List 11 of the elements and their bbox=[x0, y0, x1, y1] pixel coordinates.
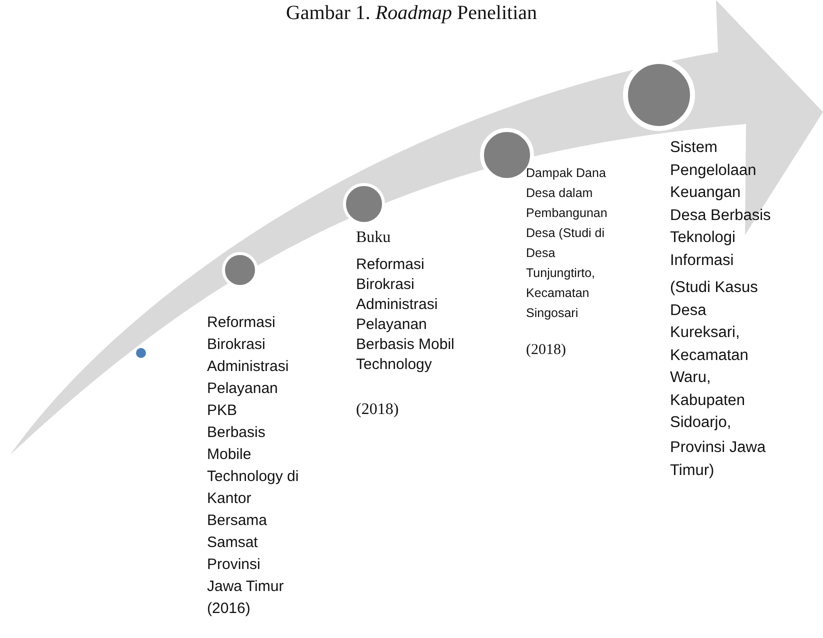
milestone-text: Sistem Pengelolaan Keuangan Desa Berbasis Teknologi Informasi bbox=[670, 138, 772, 270]
milestone-note: (Studi Kasus Desa Kureksari, Kecamatan Waru, Kabupaten Sidoarjo, bbox=[670, 278, 759, 433]
milestone-note: Reformasi Birokrasi Administrasi Pelayanan Berbasis Mobil Technology bbox=[356, 255, 456, 375]
milestone-text: Reformasi Birokrasi Administrasi Pelayanan PKB Berbasis Mobile Technology di Kantor Bersama Samsat Provinsi Jawa Timur (2016) bbox=[207, 313, 299, 619]
milestone-note: (2018) bbox=[356, 400, 400, 420]
milestone-text: Buku bbox=[356, 228, 392, 248]
milestone-note: Provinsi Jawa Timur) bbox=[670, 438, 767, 480]
milestone-note: (2018) bbox=[526, 341, 567, 360]
figure-title: Gambar 1. Roadmap Penelitian bbox=[284, 2, 538, 25]
circle-marker bbox=[136, 348, 146, 358]
milestone-text: Dampak Dana Desa dalam Pembangunan Desa (Studi di Desa Tunjungtirto, Kecamatan Singosari bbox=[526, 165, 608, 322]
